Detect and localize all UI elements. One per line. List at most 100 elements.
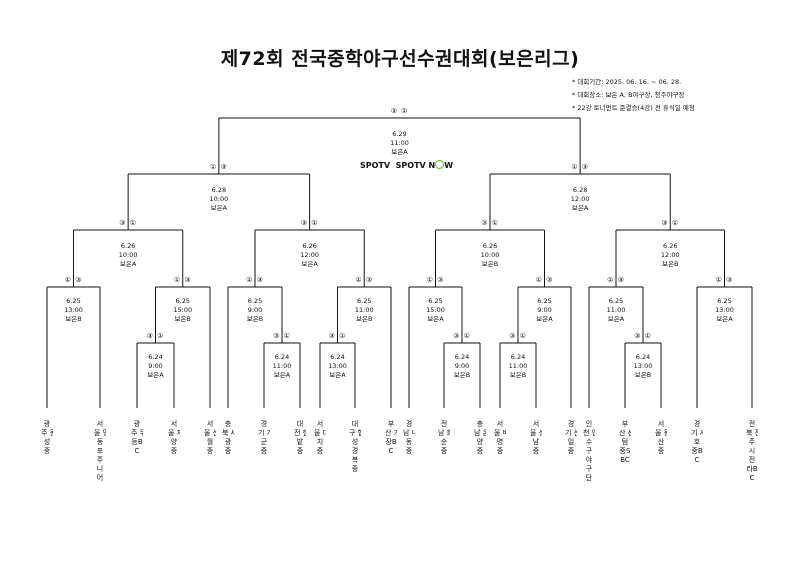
match-date: 6.25 — [428, 297, 443, 305]
team-name: 서울 배명중 — [494, 420, 506, 455]
match-marker-qf2: ③ ① — [300, 219, 319, 227]
note-rest: * 22강 토너먼트 준결승(4강) 전 휴식일 예정 — [572, 104, 695, 112]
match-time: 9:00 — [537, 306, 552, 314]
match-marker-r16_6: ① ③ — [535, 276, 554, 284]
match-time: 15:00 — [173, 306, 193, 314]
note-venue: * 대회장소: 보은 A, B야구장, 청주야구장 — [572, 91, 685, 99]
match-venue: 보은B — [453, 371, 471, 379]
match-time: 13:00 — [633, 362, 653, 370]
match-date: 6.24 — [635, 353, 651, 361]
team-name: 서울 신월중 — [204, 420, 216, 455]
team-name: 대전 한밭중 — [294, 420, 306, 455]
match-marker-r22_6: ③ ① — [634, 332, 652, 340]
team-name: 인천 연수구야구단 — [583, 420, 595, 482]
match-venue: 보은A — [391, 148, 408, 156]
match-marker-r16_1: ① ③ — [64, 276, 83, 284]
match-venue: 보은B — [356, 315, 373, 323]
match-time: 9:00 — [454, 362, 470, 370]
tournament-notes: * 대회기간: 2025. 06. 16. ~ 06. 28. * 대회장소: … — [572, 76, 695, 115]
team-name: 서울 자양중 — [168, 420, 180, 455]
team-name: 서울 동산중 — [655, 420, 667, 455]
match-time: 11:00 — [272, 362, 292, 370]
match-time: 12:00 — [660, 251, 680, 259]
match-venue: 보은A — [571, 204, 589, 212]
match-time: 9:00 — [247, 306, 263, 314]
match-marker-r16_7: ① ③ — [607, 276, 625, 284]
match-marker-qf4: ③ ① — [661, 219, 680, 227]
match-marker-r16_4: ① ③ — [355, 276, 374, 284]
team-name: 충남 온양중 — [474, 420, 486, 455]
match-venue: 보은A — [119, 260, 137, 268]
note-period: * 대회기간: 2025. 06. 16. ~ 06. 28. — [572, 78, 682, 86]
match-venue: 보은A — [329, 371, 346, 379]
match-date: 6.28 — [572, 186, 588, 194]
match-venue: 보은B — [174, 315, 191, 323]
match-venue: 보은A — [716, 315, 733, 323]
match-marker-r22_3: ③ ① — [328, 332, 347, 340]
match-time: 11:00 — [508, 362, 528, 370]
match-time: 11:00 — [390, 139, 409, 147]
match-venue: 보은B — [246, 315, 264, 323]
match-time: 11:00 — [606, 306, 626, 314]
match-date: 6.25 — [357, 297, 372, 305]
team-name: 전남 화순중 — [438, 420, 450, 455]
match-marker-r16_8: ① ③ — [715, 276, 734, 284]
match-date: 6.24 — [510, 353, 526, 361]
match-time: 10:00 — [209, 195, 229, 203]
match-marker-r22_4: ③ ① — [453, 332, 471, 340]
match-time: 11:00 — [354, 306, 374, 314]
match-time: 13:00 — [328, 362, 347, 370]
match-venue: 보은A — [607, 315, 625, 323]
match-marker-qf3: ③ ① — [481, 219, 499, 227]
match-venue: 보은A — [427, 315, 444, 323]
team-name: 광주 동성중 — [41, 420, 53, 455]
team-name: 경남 내동중 — [403, 420, 415, 455]
match-date: 6.26 — [482, 242, 498, 250]
match-date: 6.25 — [66, 297, 81, 305]
match-date: 6.29 — [392, 130, 407, 138]
match-marker-r16_5: ① ③ — [426, 276, 445, 284]
spotv-logo: SPOTV — [360, 161, 391, 170]
match-time: 9:00 — [148, 362, 163, 370]
match-marker-r22_2: ③ ① — [273, 332, 291, 340]
match-venue: 보은B — [481, 260, 499, 268]
match-marker-qf1: ③ ① — [119, 219, 138, 227]
match-time: 12:00 — [300, 251, 319, 259]
match-date: 6.25 — [247, 297, 263, 305]
match-time: 13:00 — [64, 306, 83, 314]
team-name: 서울 성남중 — [530, 420, 542, 455]
match-date: 6.24 — [454, 353, 470, 361]
match-marker-final: ③ ① — [390, 107, 409, 115]
match-date: 6.26 — [302, 242, 317, 250]
match-time: 12:00 — [570, 195, 590, 203]
match-date: 6.25 — [717, 297, 732, 305]
match-venue: 보은A — [536, 315, 553, 323]
match-time: 10:00 — [480, 251, 500, 259]
team-name: 광주 무등BC — [131, 420, 143, 455]
match-date: 6.25 — [175, 297, 190, 305]
team-name: 전북 전주시전라BC — [746, 420, 758, 482]
match-venue: 보은B — [65, 315, 82, 323]
match-venue: 보은A — [273, 371, 291, 379]
match-date: 6.25 — [608, 297, 624, 305]
match-marker-sfR: ① ③ — [571, 163, 590, 171]
team-name: 서울 명동포주니어 — [94, 420, 106, 482]
